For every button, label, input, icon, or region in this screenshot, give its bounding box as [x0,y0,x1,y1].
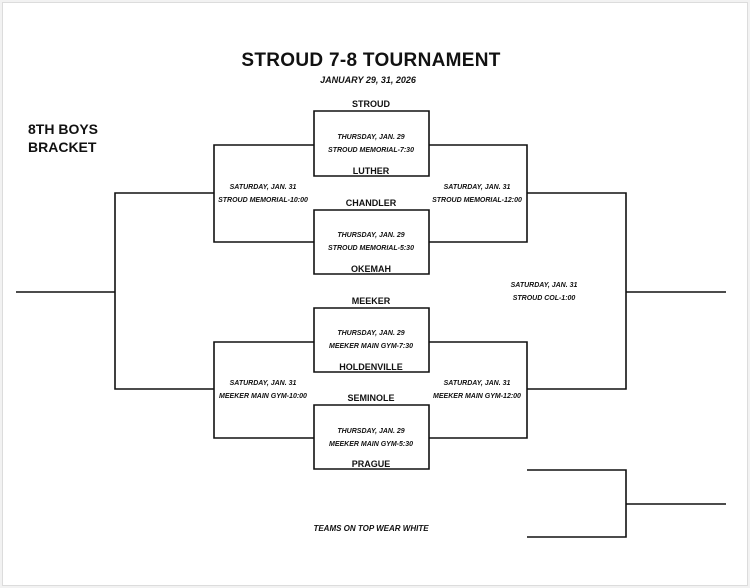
game-site: MEEKER MAIN GYM-10:00 [219,393,307,400]
game-line [527,192,627,390]
game-line [429,341,528,439]
game-site: MEEKER MAIN GYM-5:30 [328,441,414,448]
game-info: THURSDAY, JAN. 29 MEEKER MAIN GYM-7:30 [329,327,413,353]
game-site: STROUD MEMORIAL-7:30 [328,147,414,154]
game-line [313,209,430,275]
team-name: STROUD [352,99,390,109]
game-info: SATURDAY, JAN. 31 STROUD MEMORIAL-12:00 [432,181,522,207]
footer-note: TEAMS ON TOP WEAR WHITE [313,524,429,533]
game-info: SATURDAY, JAN. 31 MEEKER MAIN GYM-10:00 [219,377,307,403]
game-day: THURSDAY, JAN. 29 [337,428,405,435]
game-line [313,404,430,470]
game-site: STROUD MEMORIAL-5:30 [328,245,414,252]
team-name: CHANDLER [345,198,397,208]
team-name: HOLDENVILLE [339,362,403,372]
game-day: THURSDAY, JAN. 29 [337,134,405,141]
tournament-dates: JANUARY 29, 31, 2026 [320,75,416,85]
game-line [313,110,430,177]
game-line [213,341,314,439]
game-day: THURSDAY, JAN. 29 [337,330,405,337]
game-info: THURSDAY, JAN. 29 STROUD MEMORIAL-5:30 [328,229,414,255]
game-site: MEEKER MAIN GYM-7:30 [328,343,414,350]
team-name: LUTHER [352,166,390,176]
game-line [114,192,214,390]
game-info: SATURDAY, JAN. 31 MEEKER MAIN GYM-12:00 [433,377,521,403]
game-info: SATURDAY, JAN. 31 STROUD COL-1:00 [511,279,578,305]
bracket-label-line1: 8TH BOYS [28,121,99,137]
team-name: PRAGUE [351,459,391,469]
team-name: MEEKER [351,296,391,306]
game-line [527,469,627,538]
game-site: STROUD COL-1:00 [512,295,576,302]
game-day: SATURDAY, JAN. 31 [443,380,511,387]
game-day: THURSDAY, JAN. 29 [337,232,405,239]
page-title: STROUD 7-8 TOURNAMENT [241,50,501,71]
game-info: THURSDAY, JAN. 29 STROUD MEMORIAL-7:30 [328,131,414,157]
game-day: SATURDAY, JAN. 31 [510,282,578,289]
game-day: SATURDAY, JAN. 31 [443,184,511,191]
game-info: THURSDAY, JAN. 29 MEEKER MAIN GYM-5:30 [329,425,413,451]
game-site: STROUD MEMORIAL-10:00 [218,197,308,204]
game-day: SATURDAY, JAN. 31 [229,184,297,191]
game-site: MEEKER MAIN GYM-12:00 [433,393,521,400]
game-line [313,307,430,373]
team-name: SEMINOLE [347,393,395,403]
game-info: SATURDAY, JAN. 31 STROUD MEMORIAL-10:00 [218,181,308,207]
bracket-label-line2: BRACKET [28,139,97,155]
team-name: OKEMAH [351,264,391,274]
game-site: STROUD MEMORIAL-12:00 [432,197,522,204]
game-day: SATURDAY, JAN. 31 [229,380,297,387]
